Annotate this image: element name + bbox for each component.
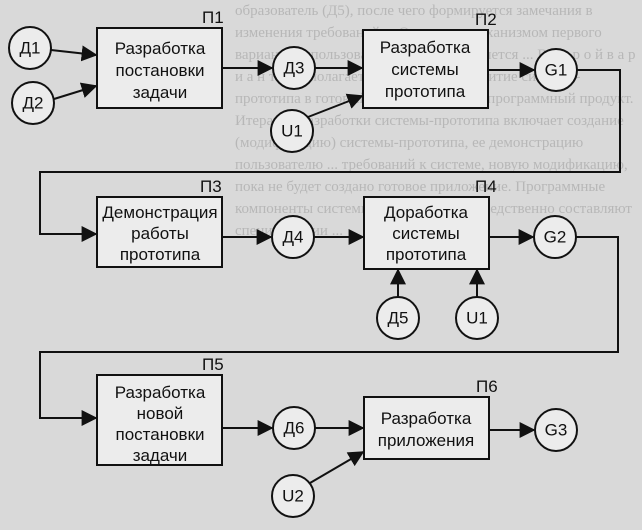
process-label-p6-line2: приложения (378, 431, 474, 450)
node-g1-label: G1 (545, 61, 568, 80)
process-label-p1-line3: задачи (133, 83, 188, 102)
node-u1-bottom-label: U1 (466, 309, 488, 328)
node-g2-label: G2 (544, 228, 567, 247)
node-u1-top (270, 109, 314, 153)
arrow-d1-p1 (50, 45, 98, 62)
process-label-p1-line2: постановки (115, 61, 204, 80)
node-d6-label: Д6 (284, 419, 305, 438)
process-box-p3 (96, 196, 223, 268)
process-box-p4 (363, 196, 490, 270)
process-label-p4-line1: Доработка (384, 203, 468, 222)
node-d1 (8, 26, 52, 70)
process-id-p3: П3 (200, 177, 222, 196)
process-label-p4-line3: прототипа (386, 245, 467, 264)
process-label-p2-line3: прототипа (385, 82, 466, 101)
process-id-p5: П5 (202, 355, 224, 374)
process-label-p2-line1: Разработка (380, 38, 471, 57)
node-u1-top-label: U1 (281, 122, 303, 141)
arrow-d2-p1 (53, 82, 98, 100)
process-id-p6: П6 (476, 377, 498, 396)
process-id-p4: П4 (475, 177, 497, 196)
node-u2-label: U2 (282, 487, 304, 506)
arrow-g1-p3 (39, 69, 621, 242)
process-label-p1-line1: Разработка (115, 39, 206, 58)
node-g3-label: G3 (545, 421, 568, 440)
process-label-p5-line2: новой (137, 404, 184, 423)
process-box-p5 (96, 374, 223, 466)
node-d3-label: Д3 (284, 59, 305, 78)
process-label-p4-line2: системы (392, 224, 459, 243)
process-label-p5-line3: постановки (115, 425, 204, 444)
arrow-g2-p5 (39, 236, 619, 426)
process-label-p3-line2: работы (131, 224, 189, 243)
node-u2 (271, 474, 315, 518)
process-label-p3-line1: Демонстрация (102, 203, 217, 222)
process-id-p1: П1 (202, 8, 224, 27)
node-d5-label: Д5 (388, 309, 409, 328)
process-label-p5-line4: задачи (133, 446, 188, 465)
process-box-p2 (362, 29, 489, 109)
process-label-p6-line1: Разработка (381, 409, 472, 428)
node-d2-label: Д2 (23, 94, 44, 113)
arrow-u1-p2 (307, 93, 364, 118)
process-label-p2-line2: системы (391, 60, 458, 79)
process-label-p5-line1: Разработка (115, 383, 206, 402)
process-label-p3-line3: прототипа (120, 245, 201, 264)
process-id-p2: П2 (475, 10, 497, 29)
node-d1-label: Д1 (20, 39, 41, 58)
arrow-u2-p6 (309, 451, 365, 484)
node-d2 (11, 81, 55, 125)
node-d4-label: Д4 (283, 228, 304, 247)
process-box-p6 (363, 396, 490, 460)
